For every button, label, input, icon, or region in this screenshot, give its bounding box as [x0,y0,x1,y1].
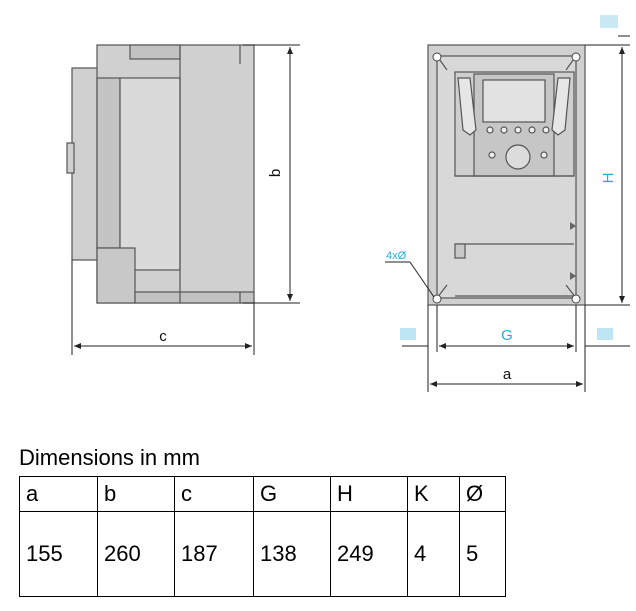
dim-label-H: H [600,173,617,184]
header-a: a [19,476,98,512]
display-screen [482,79,546,123]
dim-label-a: a [503,366,512,383]
value-a: 155 [19,511,98,597]
side-front-panel [71,67,100,261]
side-knob [66,142,75,174]
table-caption: Dimensions in mm [19,445,200,470]
dim-label-b: b [267,169,284,177]
header-c: c [174,476,254,512]
cyan-labels [400,15,618,340]
value-k: 4 [407,511,460,597]
dim-label-G: G [501,327,513,344]
front-dimensions [385,35,630,392]
header-h: H [330,476,408,512]
header-g: G [253,476,331,512]
front-view [427,44,586,306]
dim-label-c: c [159,328,167,345]
table-header-row: a b c G H K Ø [19,476,506,512]
mounting-holes [432,52,581,304]
value-c: 187 [174,511,254,597]
side-dimensions [71,44,300,355]
header-b: b [97,476,175,512]
k-tag-right [597,328,613,340]
value-b: 260 [97,511,175,597]
value-diameter: 5 [459,511,506,597]
value-h: 249 [330,511,408,597]
header-k: K [407,476,460,512]
dimensions-table: a b c G H K Ø 155 260 187 138 249 4 5 [19,476,506,597]
header-diameter: Ø [459,476,506,512]
dimension-drawing: c b [66,15,630,392]
table-row: 155 260 187 138 249 4 5 [19,511,506,597]
hole-callout: 4xØ [386,250,407,262]
jog-dial [505,144,531,170]
side-inner-block [96,77,121,249]
side-view [66,44,255,304]
k-tag-left [400,328,416,340]
value-g: 138 [253,511,331,597]
